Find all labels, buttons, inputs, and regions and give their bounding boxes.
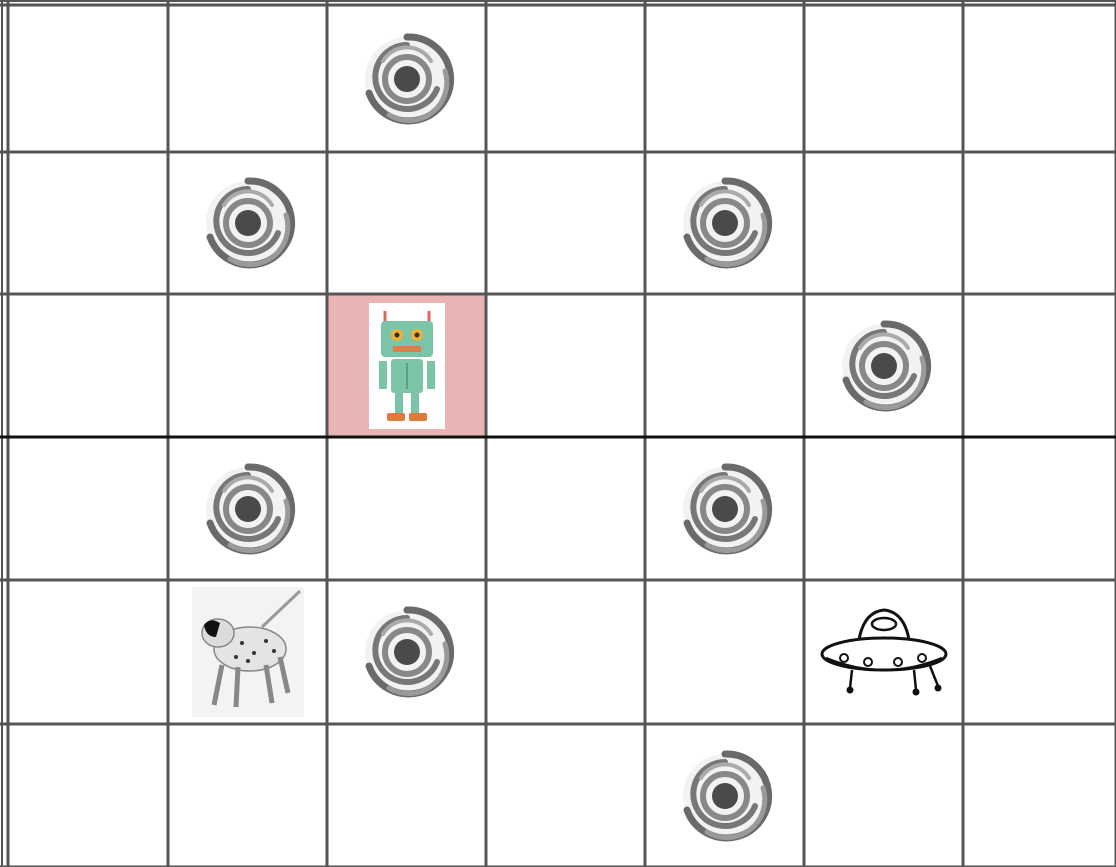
board-cell[interactable] [645,580,804,724]
vortex-icon[interactable] [677,748,773,844]
board-cell[interactable] [804,5,963,152]
board-cell[interactable] [963,437,1116,580]
board-cell[interactable] [963,724,1116,867]
board-cell[interactable] [8,437,168,580]
board-cell[interactable] [645,294,804,437]
board-cell[interactable] [486,152,645,294]
board-cell[interactable] [8,152,168,294]
board-cell[interactable] [645,5,804,152]
vortex-icon[interactable] [200,175,296,271]
board-cell[interactable] [327,152,486,294]
board-cell[interactable] [804,724,963,867]
board-cell[interactable] [327,724,486,867]
vortex-icon[interactable] [677,175,773,271]
board-cell[interactable] [486,580,645,724]
vortex-icon[interactable] [359,31,455,127]
board-cell[interactable] [804,152,963,294]
board-cell[interactable] [8,294,168,437]
board-cell[interactable] [486,294,645,437]
board-cell[interactable] [486,437,645,580]
board-cell[interactable] [963,580,1116,724]
vortex-icon[interactable] [359,604,455,700]
board-cell[interactable] [804,437,963,580]
board-cell[interactable] [168,5,327,152]
board-cell[interactable] [168,294,327,437]
board-cell[interactable] [8,580,168,724]
board-cell[interactable] [486,724,645,867]
board-cell[interactable] [486,5,645,152]
robot-icon[interactable] [369,303,445,429]
board-cell[interactable] [168,724,327,867]
board-cell[interactable] [8,5,168,152]
vortex-icon[interactable] [677,461,773,557]
ufo-icon[interactable] [814,602,954,702]
board-cell[interactable] [963,5,1116,152]
left-ruler [0,0,8,867]
vortex-icon[interactable] [200,461,296,557]
vortex-icon[interactable] [836,318,932,414]
board-cell[interactable] [963,152,1116,294]
board-cell[interactable] [963,294,1116,437]
board-cell[interactable] [327,437,486,580]
board-cell[interactable] [8,724,168,867]
dog-icon[interactable] [192,587,304,717]
